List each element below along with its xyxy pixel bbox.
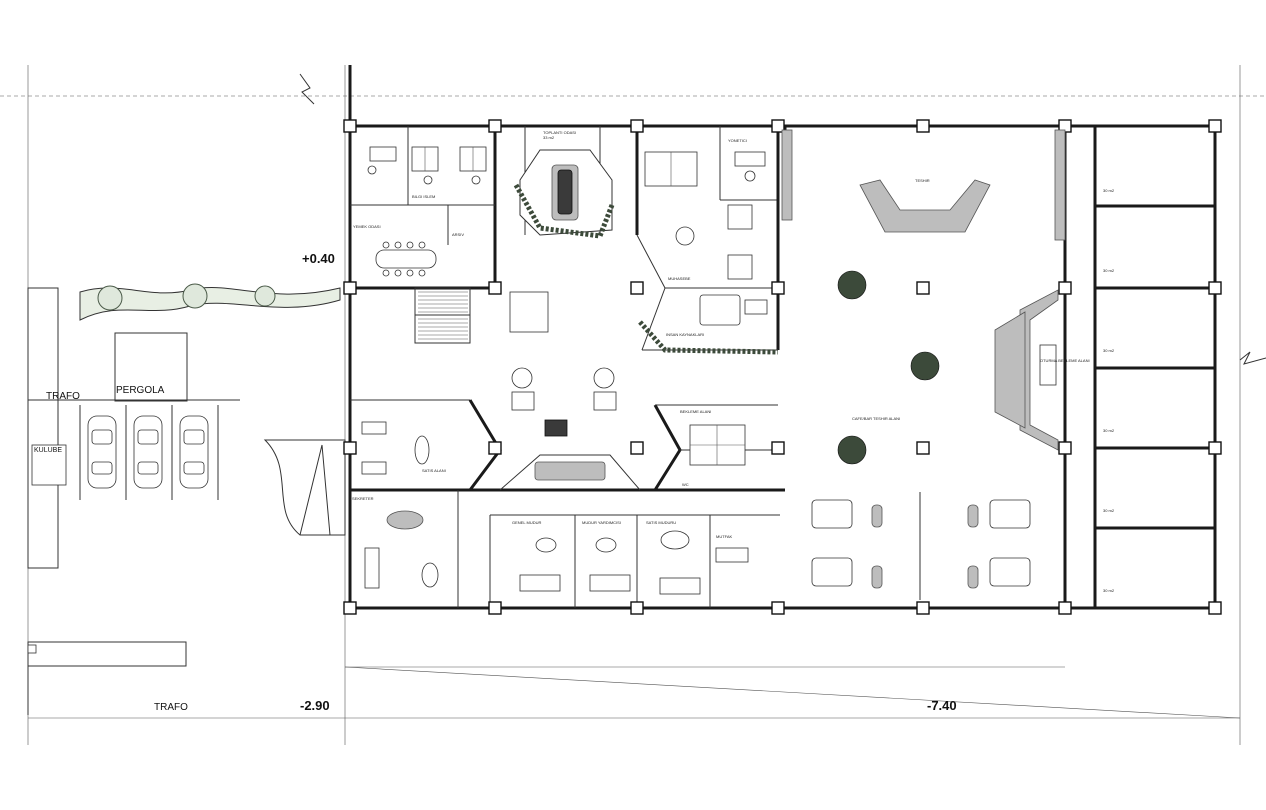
level-mid: -2.90 — [300, 698, 330, 713]
car-3 — [179, 415, 209, 489]
plant-1 — [837, 270, 867, 300]
room-cafe-teshir: CAFE/BAR TESHIR ALANI — [852, 416, 900, 421]
room-mutfak: MUTFAK — [716, 534, 733, 539]
room-arsiv: ARSIV — [452, 232, 464, 237]
cafe-bar-counter — [1019, 289, 1059, 451]
tree-1 — [97, 285, 123, 311]
room-insan-kaynaklari: INSAN KAYNAKLARI — [666, 332, 704, 337]
level-right: -7.40 — [927, 698, 957, 713]
plant-2 — [910, 351, 940, 381]
lobby-sofa — [534, 461, 606, 481]
sekreter-table — [386, 510, 424, 530]
depo-area-2: 30 m2 — [1103, 268, 1115, 273]
room-satis-mudur: SATIS MUDURU — [646, 520, 676, 525]
car-1 — [87, 415, 117, 489]
depo-area-6: 30 m2 — [1103, 588, 1115, 593]
kulube-box — [31, 444, 67, 486]
room-bekleme: BEKLEME ALANI — [680, 409, 711, 414]
room-muhasebe: MUHASEBE — [668, 276, 691, 281]
depo-area-5: 30 m2 — [1103, 508, 1115, 513]
reference-lines — [0, 65, 1266, 745]
room-satis: SATIS ALANI — [422, 468, 446, 473]
dining-table — [375, 249, 437, 269]
room-yemek: YEMEK ODASI — [353, 224, 381, 229]
trafo-top-label: TRAFO — [46, 391, 80, 402]
reception-desk — [544, 419, 568, 437]
room-yonetici: YONETICI — [728, 138, 747, 143]
room-bilgi-islem: BILGI ISLEM — [412, 194, 435, 199]
room-teshir: TESHIR — [915, 178, 930, 183]
room-oyun: OTURMA BEKLEME ALANI — [1040, 358, 1090, 363]
elevator-shaft — [509, 291, 549, 333]
room-wc: WC — [682, 482, 689, 487]
car-2 — [133, 415, 163, 489]
site-area — [27, 283, 346, 715]
room-sekreter: SEKRETER — [352, 496, 374, 501]
labels: +0.40 -2.90 -7.40 TRAFO TRAFO PERGOLA KU… — [34, 130, 1115, 713]
room-toplanti-area: 33 m2 — [543, 135, 555, 140]
kulube-label: KULUBE — [34, 447, 62, 454]
furniture — [361, 129, 1066, 600]
stair-treads — [418, 291, 468, 340]
tree-3 — [254, 285, 276, 307]
pergola-structure — [114, 332, 188, 402]
plant-3 — [837, 435, 867, 465]
room-genel-mudur: GENEL MUDUR — [512, 520, 542, 525]
depo-area-4: 30 m2 — [1103, 428, 1115, 433]
trafo-bottom-label: TRAFO — [154, 702, 188, 713]
teshir-counter — [859, 179, 991, 233]
break-mark-right — [1239, 351, 1266, 365]
depo-area-3: 30 m2 — [1103, 348, 1115, 353]
room-toplanti: TOPLANTI ODASI — [543, 130, 576, 135]
pergola-label: PERGOLA — [116, 385, 165, 396]
tree-2 — [182, 283, 208, 309]
room-mudur-yardimcisi: MUDUR YARDIMCISI — [582, 520, 621, 525]
depo-area-1: 30 m2 — [1103, 188, 1115, 193]
structural-columns — [343, 119, 1222, 615]
break-mark-left — [299, 73, 315, 105]
level-upper: +0.40 — [302, 251, 335, 266]
